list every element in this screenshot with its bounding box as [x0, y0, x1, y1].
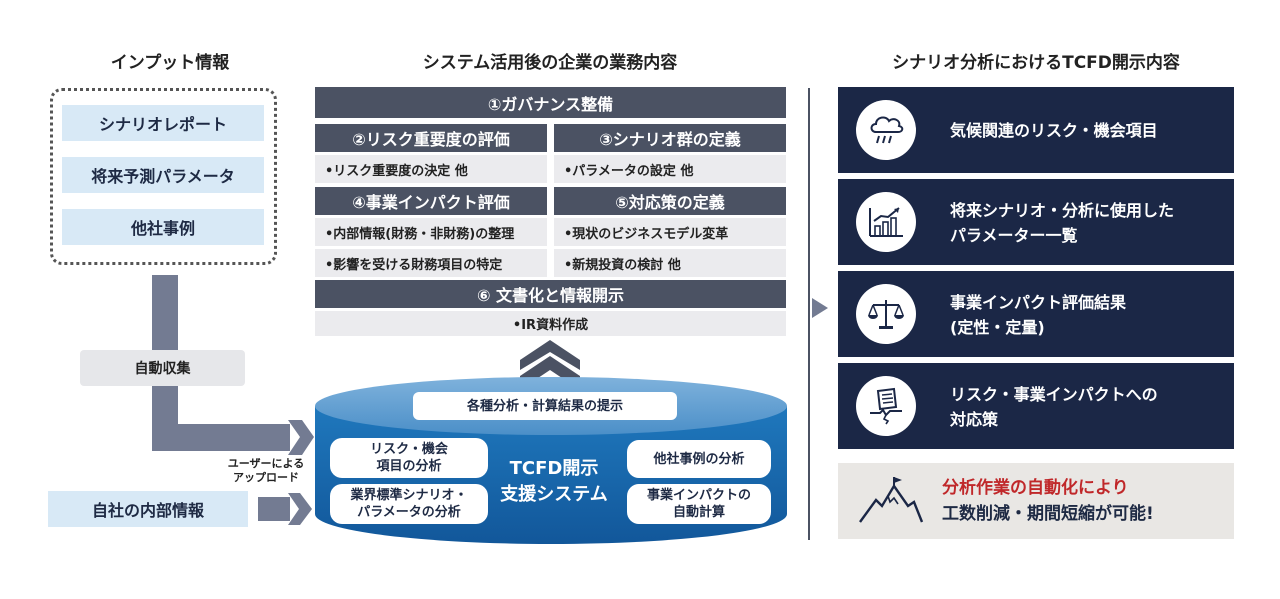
disclosure-line: 事業インパクト評価結果	[950, 293, 1127, 312]
disclosure-line: 気候関連のリスク・機会項目	[950, 121, 1158, 140]
input-info-group	[50, 88, 277, 265]
section-divider	[808, 88, 810, 540]
input-item-peer-cases: 他社事例	[62, 209, 264, 245]
impact-auto-calc-pill: 事業インパクトの 自動計算	[627, 484, 771, 524]
pill-line: 自動計算	[672, 505, 725, 520]
step-business-impact-item: •内部情報(財務・非財務)の整理	[315, 218, 547, 246]
user-upload-line1: ユーザーによる	[227, 457, 305, 470]
cracked-building-icon	[856, 376, 916, 436]
step-governance: ①ガバナンス整備	[315, 87, 786, 118]
pill-line: 業界標準シナリオ・	[350, 488, 468, 503]
disclosure-line: (定性・定量)	[950, 318, 1045, 337]
benefit-line-automation: 分析作業の自動化により	[942, 478, 1129, 498]
disclosure-heading: シナリオ分析におけるTCFD開示内容	[892, 53, 1180, 73]
disclosure-item-text: 事業インパクト評価結果 (定性・定量)	[950, 290, 1226, 340]
right-arrow-icon	[812, 298, 828, 318]
step-risk-materiality-item: •リスク重要度の決定 他	[315, 155, 547, 183]
collect-connector-horizontal	[152, 424, 290, 451]
step-business-impact: ④事業インパクト評価	[315, 187, 547, 215]
disclosure-item-text: 将来シナリオ・分析に使用した パラメーター一覧	[950, 198, 1226, 248]
input-item-scenario-report: シナリオレポート	[62, 105, 264, 141]
disclosure-line: 将来シナリオ・分析に使用した	[950, 201, 1175, 220]
step-countermeasures-item: •現状のビジネスモデル変革	[554, 218, 786, 246]
pill-line: リスク・機会	[370, 442, 448, 457]
benefit-line-efficiency: 工数削減・期間短縮が可能!	[942, 504, 1154, 524]
benefit-text: 分析作業の自動化により 工数削減・期間短縮が可能!	[942, 475, 1228, 527]
step-countermeasures: ⑤対応策の定義	[554, 187, 786, 215]
user-upload-line2: アップロード	[233, 471, 299, 484]
step-scenario-definition-item: •パラメータの設定 他	[554, 155, 786, 183]
mountain-flag-icon	[859, 477, 924, 523]
internal-info-box: 自社の内部情報	[48, 491, 248, 527]
disclosure-line: パラメーター一覧	[950, 226, 1078, 245]
scale-balance-icon	[856, 284, 916, 344]
tcfd-system-title: TCFD開示 支援システム	[492, 456, 616, 508]
upload-connector	[258, 497, 290, 521]
pill-line: 他社事例の分析	[653, 451, 745, 467]
collect-arrowhead	[288, 420, 314, 455]
user-upload-note: ユーザーによる アップロード	[214, 457, 318, 485]
disclosure-item-text: リスク・事業インパクトへの 対応策	[950, 382, 1226, 432]
cloud-rain-icon	[856, 100, 916, 160]
disclosure-item-text: 気候関連のリスク・機会項目	[950, 118, 1226, 143]
tcfd-title-line1: TCFD開示	[509, 458, 599, 479]
system-heading: システム活用後の企業の業務内容	[422, 53, 678, 73]
upload-arrowhead	[288, 493, 312, 525]
step-countermeasures-item: •新規投資の検討 他	[554, 249, 786, 277]
analysis-results-label: 各種分析・計算結果の提示	[466, 398, 623, 414]
input-heading: インプット情報	[110, 53, 230, 73]
pill-line: 項目の分析	[376, 459, 442, 474]
standard-scenario-analysis-pill: 業界標準シナリオ・ パラメータの分析	[330, 484, 488, 524]
disclosure-line: 対応策	[950, 410, 999, 429]
pill-line: パラメータの分析	[357, 505, 461, 520]
step-business-impact-item: •影響を受ける財務項目の特定	[315, 249, 547, 277]
step-documentation-disclosure: ⑥ 文書化と情報開示	[315, 280, 786, 308]
pill-line: 事業インパクトの	[646, 488, 751, 503]
risk-opportunity-analysis-pill: リスク・機会 項目の分析	[330, 438, 488, 478]
step-scenario-definition: ③シナリオ群の定義	[554, 124, 786, 152]
auto-collect-label: 自動収集	[80, 350, 245, 386]
input-item-forecast-parameters: 将来予測パラメータ	[62, 157, 264, 193]
peer-case-analysis-pill: 他社事例の分析	[627, 440, 771, 478]
up-chevron-icon	[520, 340, 580, 390]
tcfd-title-line2: 支援システム	[500, 484, 608, 505]
bar-chart-growth-icon	[856, 192, 916, 252]
disclosure-line: リスク・事業インパクトへの	[950, 385, 1158, 404]
step-risk-materiality: ②リスク重要度の評価	[315, 124, 547, 152]
analysis-results-pill: 各種分析・計算結果の提示	[413, 392, 677, 420]
step-documentation-item: •IR資料作成	[315, 311, 786, 336]
